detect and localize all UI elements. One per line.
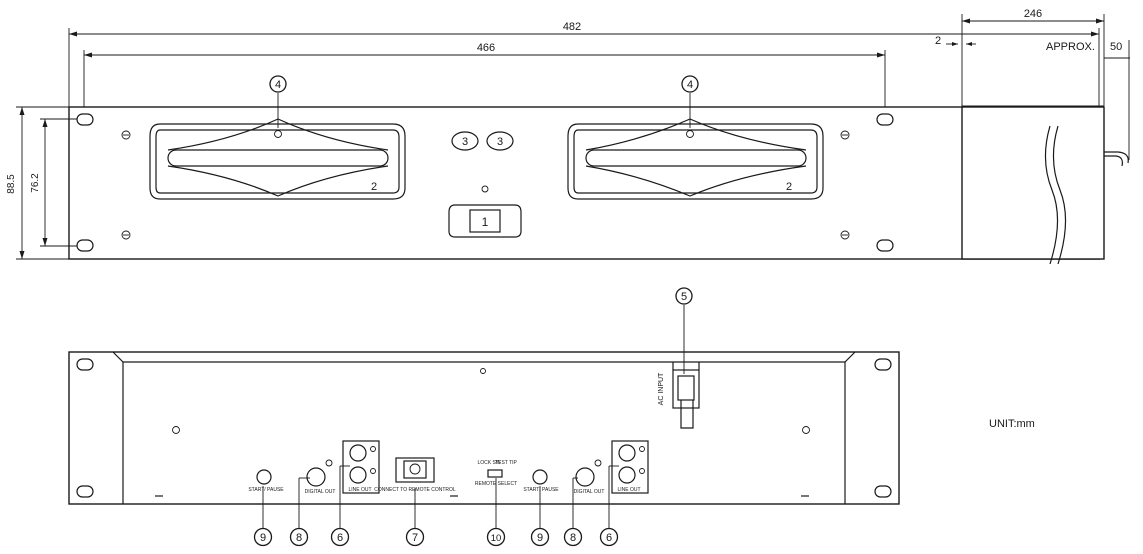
depth-text: 246 <box>1024 8 1042 20</box>
callout-bottom-label: 6 <box>337 532 343 544</box>
right-digital-label: DIGITAL OUT <box>574 489 605 495</box>
dimension-hole-vertical: 76.2 <box>30 118 77 247</box>
side-view: 246 2 APPROX. 50 <box>935 8 1130 265</box>
dimension-hole-spacing: 466 <box>83 42 886 110</box>
dimension-panel-height: 88.5 <box>6 106 69 260</box>
right-line-out-label: LINE OUT <box>617 487 640 493</box>
tray-left-number: 2 <box>371 181 377 193</box>
screw-icons <box>121 130 850 240</box>
left-start-label: START/ PAUSE <box>248 487 284 493</box>
overall-width-text: 482 <box>563 21 581 33</box>
callout-bottom-label: 10 <box>491 533 502 544</box>
left-digital-out-jack: DIGITAL OUT <box>305 459 336 495</box>
center-buttons: 3 3 <box>451 131 514 151</box>
callout-bottom-label: 8 <box>570 532 576 544</box>
callout-bottom-8: 8 <box>289 527 309 547</box>
left-start-pause-jack: START/ PAUSE <box>248 469 284 493</box>
hole-spacing-text: 466 <box>477 42 495 54</box>
rack-hole-bl <box>76 239 94 252</box>
rear-hole-tr <box>874 358 892 371</box>
left-cd-tray: 2 <box>149 118 406 200</box>
left-digital-label: DIGITAL OUT <box>305 489 336 495</box>
callout-bottom-label: 8 <box>296 532 302 544</box>
callout-bottom-10: 10 <box>486 527 506 547</box>
rear-panel <box>68 351 900 505</box>
callout-bottom-6: 6 <box>330 527 350 547</box>
rear-hole-bl <box>76 485 94 498</box>
right-start-pause-jack: START/ PAUSE <box>523 469 559 493</box>
flange-text: 2 <box>935 35 941 47</box>
callout-left-tray: 4 <box>269 75 287 128</box>
rack-hole-tr <box>876 113 894 126</box>
unit-label: UNIT:mm <box>989 418 1035 430</box>
callout-bottom-label: 7 <box>412 532 418 544</box>
svg-text:5: 5 <box>681 291 687 303</box>
callout-bottom-7: 7 <box>405 527 425 547</box>
callout-right-button: 3 <box>497 136 503 148</box>
svg-text:4: 4 <box>687 79 693 91</box>
power-switch: 1 <box>448 185 522 238</box>
rear-view: AC INPUT 5 START/ PAUSE DIGITAL OUT LINE… <box>68 287 900 528</box>
panel-height-text: 88.5 <box>6 174 17 194</box>
rear-hole-br <box>874 485 892 498</box>
svg-text:4: 4 <box>275 79 281 91</box>
callout-power: 1 <box>482 215 489 229</box>
front-panel <box>68 106 1100 260</box>
callout-bottom-label: 6 <box>606 532 612 544</box>
bottom-callouts: 9 8 6 7 10 9 8 6 <box>253 527 619 547</box>
callout-bottom-8: 8 <box>563 527 583 547</box>
callout-bottom-9: 9 <box>253 527 273 547</box>
left-line-out-jacks: LINE OUT <box>342 440 380 494</box>
lock-label: LOCK SW <box>477 460 500 466</box>
callout-ac: 5 <box>675 287 693 374</box>
side-body <box>961 106 1105 260</box>
callout-right-tray: 4 <box>681 75 699 128</box>
right-start-label: START/ PAUSE <box>523 487 559 493</box>
ac-input-label: AC INPUT <box>658 372 665 405</box>
dimension-overall-width: 482 <box>68 21 1100 108</box>
bottom-callout-leaders <box>262 465 619 528</box>
callout-bottom-label: 9 <box>537 532 543 544</box>
rear-hole-tl <box>76 358 94 371</box>
left-line-out-label: LINE OUT <box>348 487 371 493</box>
callout-bottom-9: 9 <box>530 527 550 547</box>
tray-right-number: 2 <box>786 181 792 193</box>
ac-input: AC INPUT <box>658 362 700 429</box>
test-label: TEST TIP <box>495 460 517 466</box>
callout-left-button: 3 <box>462 136 468 148</box>
right-digital-out-jack: DIGITAL OUT <box>574 459 605 495</box>
break-line-a <box>1044 125 1059 265</box>
front-view: 482 466 88.5 <box>6 21 1100 260</box>
hole-vertical-text: 76.2 <box>30 173 41 193</box>
callout-bottom-6: 6 <box>599 527 619 547</box>
power-cord-side <box>1104 151 1129 164</box>
approx-label: APPROX. <box>1046 41 1095 53</box>
break-line-b <box>1052 125 1067 265</box>
right-line-out-jacks: LINE OUT <box>611 440 649 494</box>
approx-value: 50 <box>1110 41 1122 53</box>
rack-hole-tl <box>76 113 94 126</box>
callout-bottom-label: 9 <box>260 532 266 544</box>
rack-hole-br <box>876 239 894 252</box>
